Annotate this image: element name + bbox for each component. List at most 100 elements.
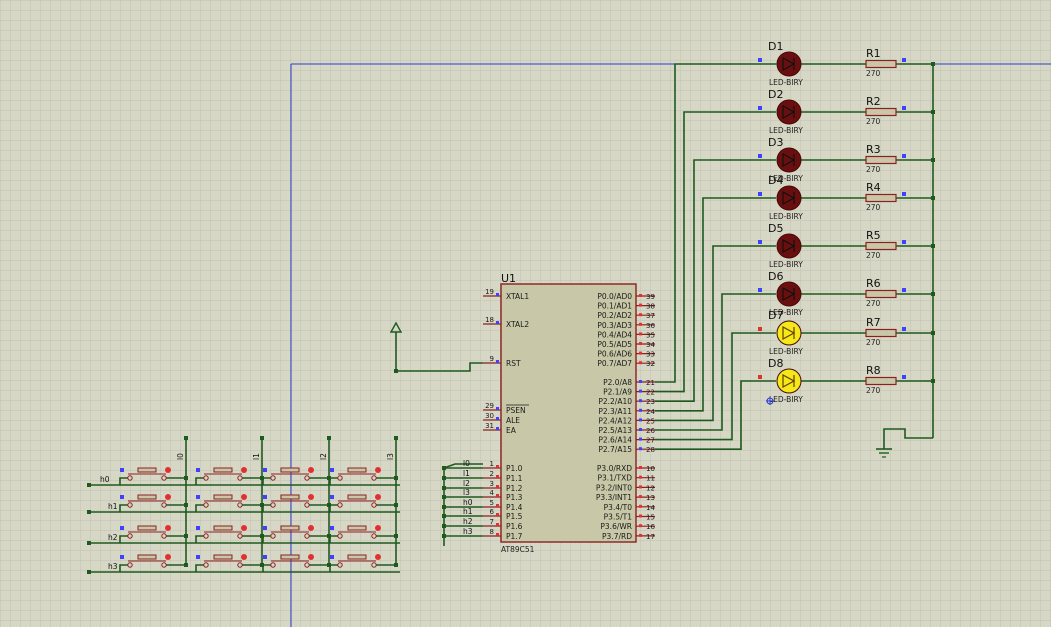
mcu-pin-state <box>639 351 642 355</box>
button-state-indicator <box>375 525 381 531</box>
mcu-pin-number: 3 <box>490 480 494 488</box>
mcu-pin-number: 11 <box>646 475 655 483</box>
keypad-button[interactable] <box>330 494 381 508</box>
keypad-row-label: h1 <box>108 502 118 511</box>
mcu-pin-number: 31 <box>485 422 494 430</box>
mcu-pin-number: 14 <box>646 504 655 512</box>
mcu-pin-number: 38 <box>646 303 655 311</box>
mcu-pin-state <box>639 322 642 326</box>
mcu-pin-name: P0.1/AD1 <box>597 302 632 311</box>
mcu-pin-state <box>639 514 642 518</box>
junction-dot <box>394 503 398 507</box>
led-ref-label: D6 <box>768 270 783 283</box>
led-triangle-icon <box>782 238 796 254</box>
button-state-indicator <box>165 554 171 560</box>
mcu-pin-name: P3.6/WR <box>600 522 632 531</box>
keypad-button[interactable] <box>196 467 247 481</box>
mcu-pin-state <box>639 303 642 307</box>
keypad-button[interactable] <box>263 467 314 481</box>
button-plunger <box>137 525 157 531</box>
resistor-body <box>865 289 897 299</box>
resistor-value-label: 270 <box>866 117 881 126</box>
keypad-button[interactable] <box>330 525 381 539</box>
keypad-button[interactable] <box>120 525 171 539</box>
mcu-pin-state <box>639 380 642 383</box>
led-pin-state <box>758 375 762 379</box>
button-plunger <box>137 554 157 560</box>
junction-dot <box>260 503 264 507</box>
button-terminal <box>337 533 343 539</box>
button-pin-state <box>120 526 124 530</box>
led-part-label: LED-BIRY <box>769 174 803 183</box>
mcu-body[interactable] <box>500 283 637 543</box>
junction-dot <box>394 436 398 440</box>
resistor-value-label: 270 <box>866 165 881 174</box>
mcu-pin-state <box>496 533 499 536</box>
keypad-button[interactable] <box>196 554 247 568</box>
resistor-r3[interactable]: R3 270 <box>865 143 906 174</box>
button-terminal <box>127 562 133 568</box>
button-pin-state <box>263 468 267 472</box>
button-pin-state <box>196 526 200 530</box>
keypad-button[interactable] <box>263 494 314 508</box>
keypad-button[interactable] <box>196 494 247 508</box>
button-plunger <box>137 494 157 500</box>
led-ref-label: D3 <box>768 136 783 149</box>
resistor-pin-state <box>902 240 906 244</box>
button-terminal <box>203 475 209 481</box>
mcu-pin-state <box>639 332 642 336</box>
resistor-value-label: 270 <box>866 299 881 308</box>
mcu-pin-state <box>639 389 642 393</box>
mcu-pin-name: P3.3/INT1 <box>596 493 632 502</box>
led-body <box>776 51 802 77</box>
button-terminal <box>371 533 377 539</box>
p1-net-label: h3 <box>463 527 473 536</box>
mcu-pin-name: P3.7/RD <box>602 532 632 541</box>
mcu-pin-number: 34 <box>646 341 655 349</box>
keypad-button[interactable] <box>120 554 171 568</box>
led-array[interactable]: D1LED-BIRYD2LED-BIRYD3LED-BIRYD4LED-BIRY… <box>758 40 803 404</box>
keypad-button[interactable] <box>263 554 314 568</box>
keypad-button[interactable] <box>196 525 247 539</box>
resistor-ref-label: R3 <box>866 143 881 156</box>
button-state-indicator <box>308 494 314 500</box>
keypad-button[interactable] <box>120 467 171 481</box>
mcu-pin-state <box>639 342 642 345</box>
keypad-button[interactable] <box>330 554 381 568</box>
button-row-wire <box>262 535 271 543</box>
button-pin-state <box>330 495 334 499</box>
led-body <box>776 99 802 125</box>
led-drive-wire <box>655 111 776 393</box>
keypad-button[interactable] <box>330 467 381 481</box>
mcu-pin-number: 2 <box>490 470 494 478</box>
mcu-pin-name: P0.2/AD2 <box>597 311 632 320</box>
resistor-ref-label: R5 <box>866 229 881 242</box>
keypad-button[interactable] <box>263 525 314 539</box>
button-row-wire <box>262 477 271 485</box>
junction-dot <box>260 436 264 440</box>
keypad-button[interactable] <box>120 494 171 508</box>
keypad-row-label: h3 <box>108 562 118 571</box>
rst-wire <box>395 332 483 372</box>
button-plunger <box>347 494 367 500</box>
junction-dot <box>394 369 398 373</box>
